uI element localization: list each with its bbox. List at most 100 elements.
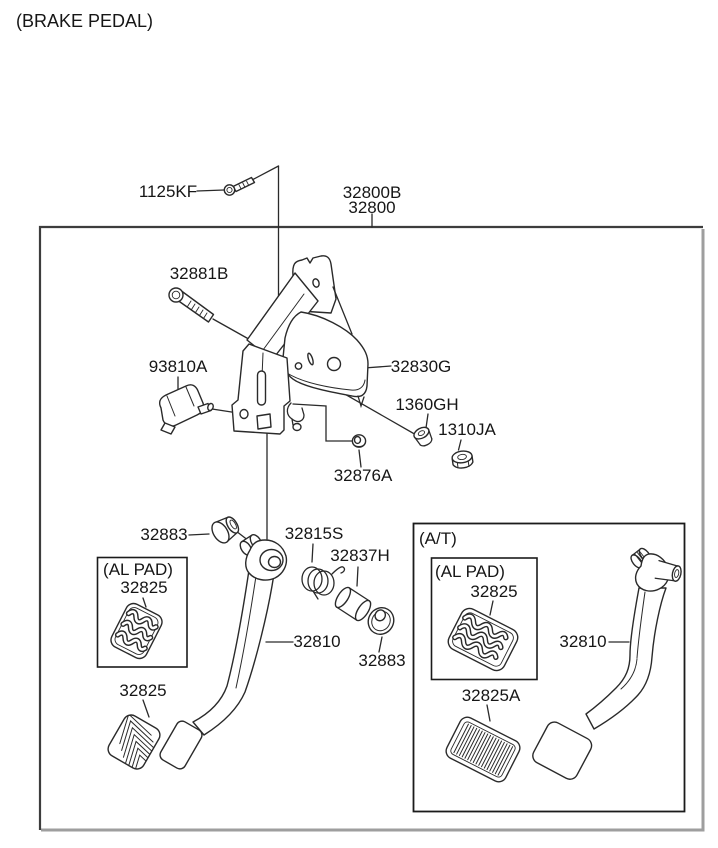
section-label-al-pad-at: (AL PAD) (435, 562, 505, 581)
stopper-nut-drawing (351, 434, 367, 448)
tread-wave-inner (116, 631, 147, 651)
part-label-32800b: 32800B (343, 183, 402, 202)
stop-lamp-switch-drawing (158, 384, 214, 435)
part-label-1360gh: 1360GH (395, 395, 458, 414)
labels: (BRAKE PEDAL) 1125KF 32800B 32800 32881B… (16, 11, 607, 705)
plate-outline (159, 720, 203, 770)
main-diagram-frame (38, 225, 705, 832)
washer-hole (417, 430, 426, 437)
part-label-1310ja: 1310JA (438, 420, 496, 439)
arm-fold (636, 591, 646, 659)
frame-dark-edge (38, 225, 703, 830)
washer-1360gh-drawing (413, 426, 433, 447)
pedal-arm (585, 587, 667, 730)
tread-wave-inner (453, 634, 498, 659)
nut-1310ja-drawing (451, 450, 474, 469)
part-label-32800: 32800 (348, 198, 395, 217)
page-title: (BRAKE PEDAL) (16, 11, 153, 31)
pad-treads (114, 608, 159, 653)
nut-top (451, 450, 473, 464)
pivot-bolt-drawing (168, 287, 215, 323)
at-pad-drawing (445, 716, 521, 783)
pin-end (671, 565, 682, 582)
al-pad-at-drawing (447, 607, 519, 672)
part-label-32883-right: 32883 (358, 651, 405, 670)
part-label-32881b: 32881B (170, 264, 229, 283)
pivot-bore-hole (267, 555, 282, 569)
leader-1125kf (196, 189, 225, 192)
part-label-1125kf: 1125KF (139, 182, 197, 201)
at-section-box (412, 522, 686, 813)
tread-wave-inner (121, 621, 152, 640)
leader-lines (142, 165, 630, 722)
plate-hole (239, 408, 249, 420)
washer-bottom (419, 438, 433, 447)
washer-face (413, 426, 430, 440)
tread-wave-inner (458, 624, 503, 649)
leader-32815s (311, 543, 314, 563)
washer-right-drawing (367, 607, 395, 635)
frame-shadow-edge (41, 229, 705, 832)
bolt-threads (187, 300, 208, 319)
bushing-sides (336, 587, 370, 621)
al-pad-box-at (430, 557, 538, 681)
arm-fold-line (251, 279, 291, 334)
pin-sides (654, 559, 679, 582)
plate-square-hole (256, 413, 272, 430)
al-pad-box-left (96, 556, 188, 668)
bolt-head (168, 287, 184, 303)
wing-hole (326, 356, 342, 372)
leader-32883-left (188, 533, 210, 536)
leader-32825-bottom-left (142, 699, 150, 718)
tread-wave-inner (463, 614, 508, 639)
wing-flange-line (286, 372, 366, 391)
leader-32883-right (378, 636, 383, 653)
part-label-32825-at: 32825 (470, 582, 517, 601)
part-label-32876a: 32876A (334, 466, 393, 485)
bushing-end-back (334, 586, 352, 609)
section-label-at: (A/T) (419, 529, 457, 548)
bracket-rear-edge (332, 286, 353, 335)
arm-fold-line2 (262, 293, 305, 351)
pin-end-hole (674, 569, 680, 578)
leader-32876a-tick (358, 449, 362, 468)
washer-flange (211, 521, 230, 544)
part-label-32837h: 32837H (330, 546, 390, 565)
wing-slot (307, 352, 314, 366)
wing-tail (357, 395, 365, 409)
bolt-head (223, 184, 236, 196)
bolt-threads (238, 180, 250, 190)
plunger-tip (207, 402, 214, 412)
part-label-32825-box-left: 32825 (120, 578, 167, 597)
part-label-32825-bottom-left: 32825 (119, 681, 166, 700)
part-label-93810a: 93810A (149, 357, 208, 376)
leader-32881b (212, 318, 255, 343)
switch-fold2 (185, 386, 195, 407)
leader-bolt-to-apex (251, 165, 280, 181)
arm-bend-line (620, 658, 638, 690)
spring-leg-bottom (312, 590, 319, 600)
leader-1310ja (457, 439, 462, 451)
plate-outline (532, 721, 593, 780)
part-label-32810-left: 32810 (293, 632, 340, 651)
part-label-32810-right: 32810 (559, 632, 606, 651)
pedal-at-drawing (532, 547, 682, 780)
pedal-bracket-drawing (231, 255, 369, 435)
washer-hole (374, 609, 387, 622)
wing-hole-small (294, 362, 303, 370)
switch-connector (160, 422, 176, 435)
mount-bolt-drawing (223, 176, 256, 196)
tab-hole (312, 278, 320, 288)
spring-leg-top (331, 566, 346, 575)
part-label-32830g: 32830G (391, 357, 452, 376)
washer-left-drawing (211, 516, 240, 544)
leader-32837h (356, 566, 359, 587)
part-label-32815s: 32815S (285, 524, 344, 543)
tread-wave-inner (127, 610, 158, 630)
chevron (124, 733, 158, 765)
pad-ribs (453, 723, 514, 776)
part-label-32883-left: 32883 (140, 525, 187, 544)
leader-32825-box-left (142, 597, 147, 608)
